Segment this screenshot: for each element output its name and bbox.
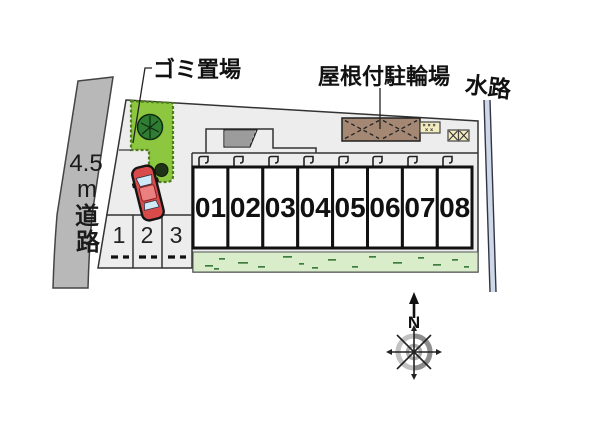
garbage-label: ゴミ置場 [153,57,241,82]
road-label-line: m [77,176,97,203]
parking-stall-number: 06 [369,192,400,223]
side-space-number: 3 [170,222,183,248]
parking-stall [226,165,265,250]
road-label-line: 路 [76,228,101,256]
side-space-number: 2 [141,222,154,248]
waterway [483,99,497,293]
parking-stall [435,165,474,250]
north-arrow-icon [409,292,419,318]
spigot-icons [198,155,453,166]
car-icon [131,164,165,222]
road-width-label: 4.5 m 道 路 [69,150,102,256]
parking-stall-number: 05 [335,192,366,223]
equipment-box-icon [419,121,441,134]
side-spaces: 1 2 3 [106,214,192,268]
bicycle-shed [341,117,421,142]
stairs-hatch [225,131,255,146]
parking-stalls: 01 02 03 04 05 06 07 08 [191,165,474,250]
compass-icon [386,325,442,380]
building-outline [205,128,317,153]
waterway-label: 水路 [464,71,514,103]
road-label-line: 4.5 [69,150,102,177]
north-label: N [408,313,420,332]
parking-stall-number: 04 [300,192,332,223]
bicycle-shed-label: 屋根付駐輪場 [318,64,450,89]
road-area [52,76,114,289]
grass-strip [192,251,479,273]
parking-stall-number: 08 [439,192,470,223]
road-label-line: 道 [75,202,99,230]
parking-stall-number: 07 [404,192,435,223]
tree-icon [136,113,164,141]
meter-box-icon [447,129,470,142]
parking-stall-number: 01 [195,192,226,223]
side-space-number: 1 [113,222,126,248]
parking-stall-number: 03 [265,192,296,223]
parking-stall-number: 02 [230,192,261,223]
bush-icon [154,163,169,177]
garbage-leader-line [132,67,152,144]
parking-stall [191,165,230,250]
